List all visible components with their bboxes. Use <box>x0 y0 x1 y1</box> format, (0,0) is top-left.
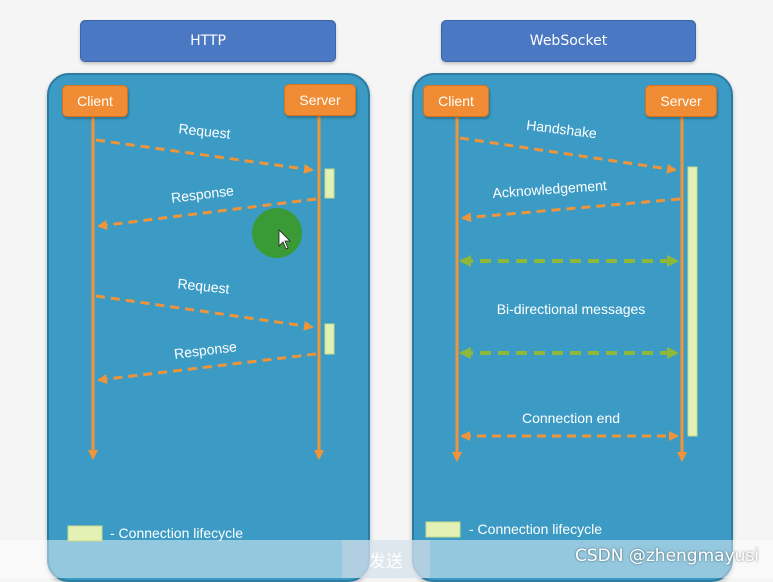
cursor-pointer-icon <box>278 229 291 250</box>
http-msg-label-2: Response <box>170 182 235 206</box>
http-client-node: Client <box>62 85 128 117</box>
ws-msg-label-1: Handshake <box>525 117 597 142</box>
ws-legend-label: - Connection lifecycle <box>469 521 602 537</box>
ws-msg-label-3: Bi-directional messages <box>497 301 646 317</box>
http-legend-label: - Connection lifecycle <box>110 525 243 541</box>
http-request-arrow-2 <box>95 294 314 331</box>
http-title: HTTP <box>80 20 336 62</box>
ws-server-node: Server <box>645 85 717 117</box>
ws-legend-swatch <box>425 521 461 538</box>
http-response-arrow-1 <box>97 197 317 230</box>
http-msg-label-4: Response <box>173 338 238 362</box>
http-msg-label-3: Request <box>177 275 231 296</box>
ws-msg-label-4: Connection end <box>522 410 620 426</box>
http-request-arrow-1 <box>95 138 314 174</box>
ws-msg-label-2: Acknowledgement <box>492 177 607 201</box>
cursor-highlight <box>252 208 302 258</box>
ws-client-node: Client <box>423 85 489 117</box>
http-legend-swatch <box>67 525 103 542</box>
http-lifecycle-bar-1 <box>324 168 335 199</box>
websocket-title: WebSocket <box>441 20 696 62</box>
http-panel <box>47 73 370 582</box>
http-server-node: Server <box>284 84 356 116</box>
send-button[interactable]: 发送 <box>342 540 430 578</box>
http-msg-label-1: Request <box>178 120 232 141</box>
csdn-watermark: CSDN @zhengmayusi <box>575 546 759 566</box>
ws-ack-arrow <box>461 197 681 223</box>
ws-handshake-arrow <box>459 136 677 174</box>
http-response-arrow-2 <box>97 352 317 385</box>
http-lifecycle-bar-2 <box>324 323 335 355</box>
ws-lifecycle-bar <box>687 166 698 437</box>
websocket-panel <box>412 73 733 582</box>
